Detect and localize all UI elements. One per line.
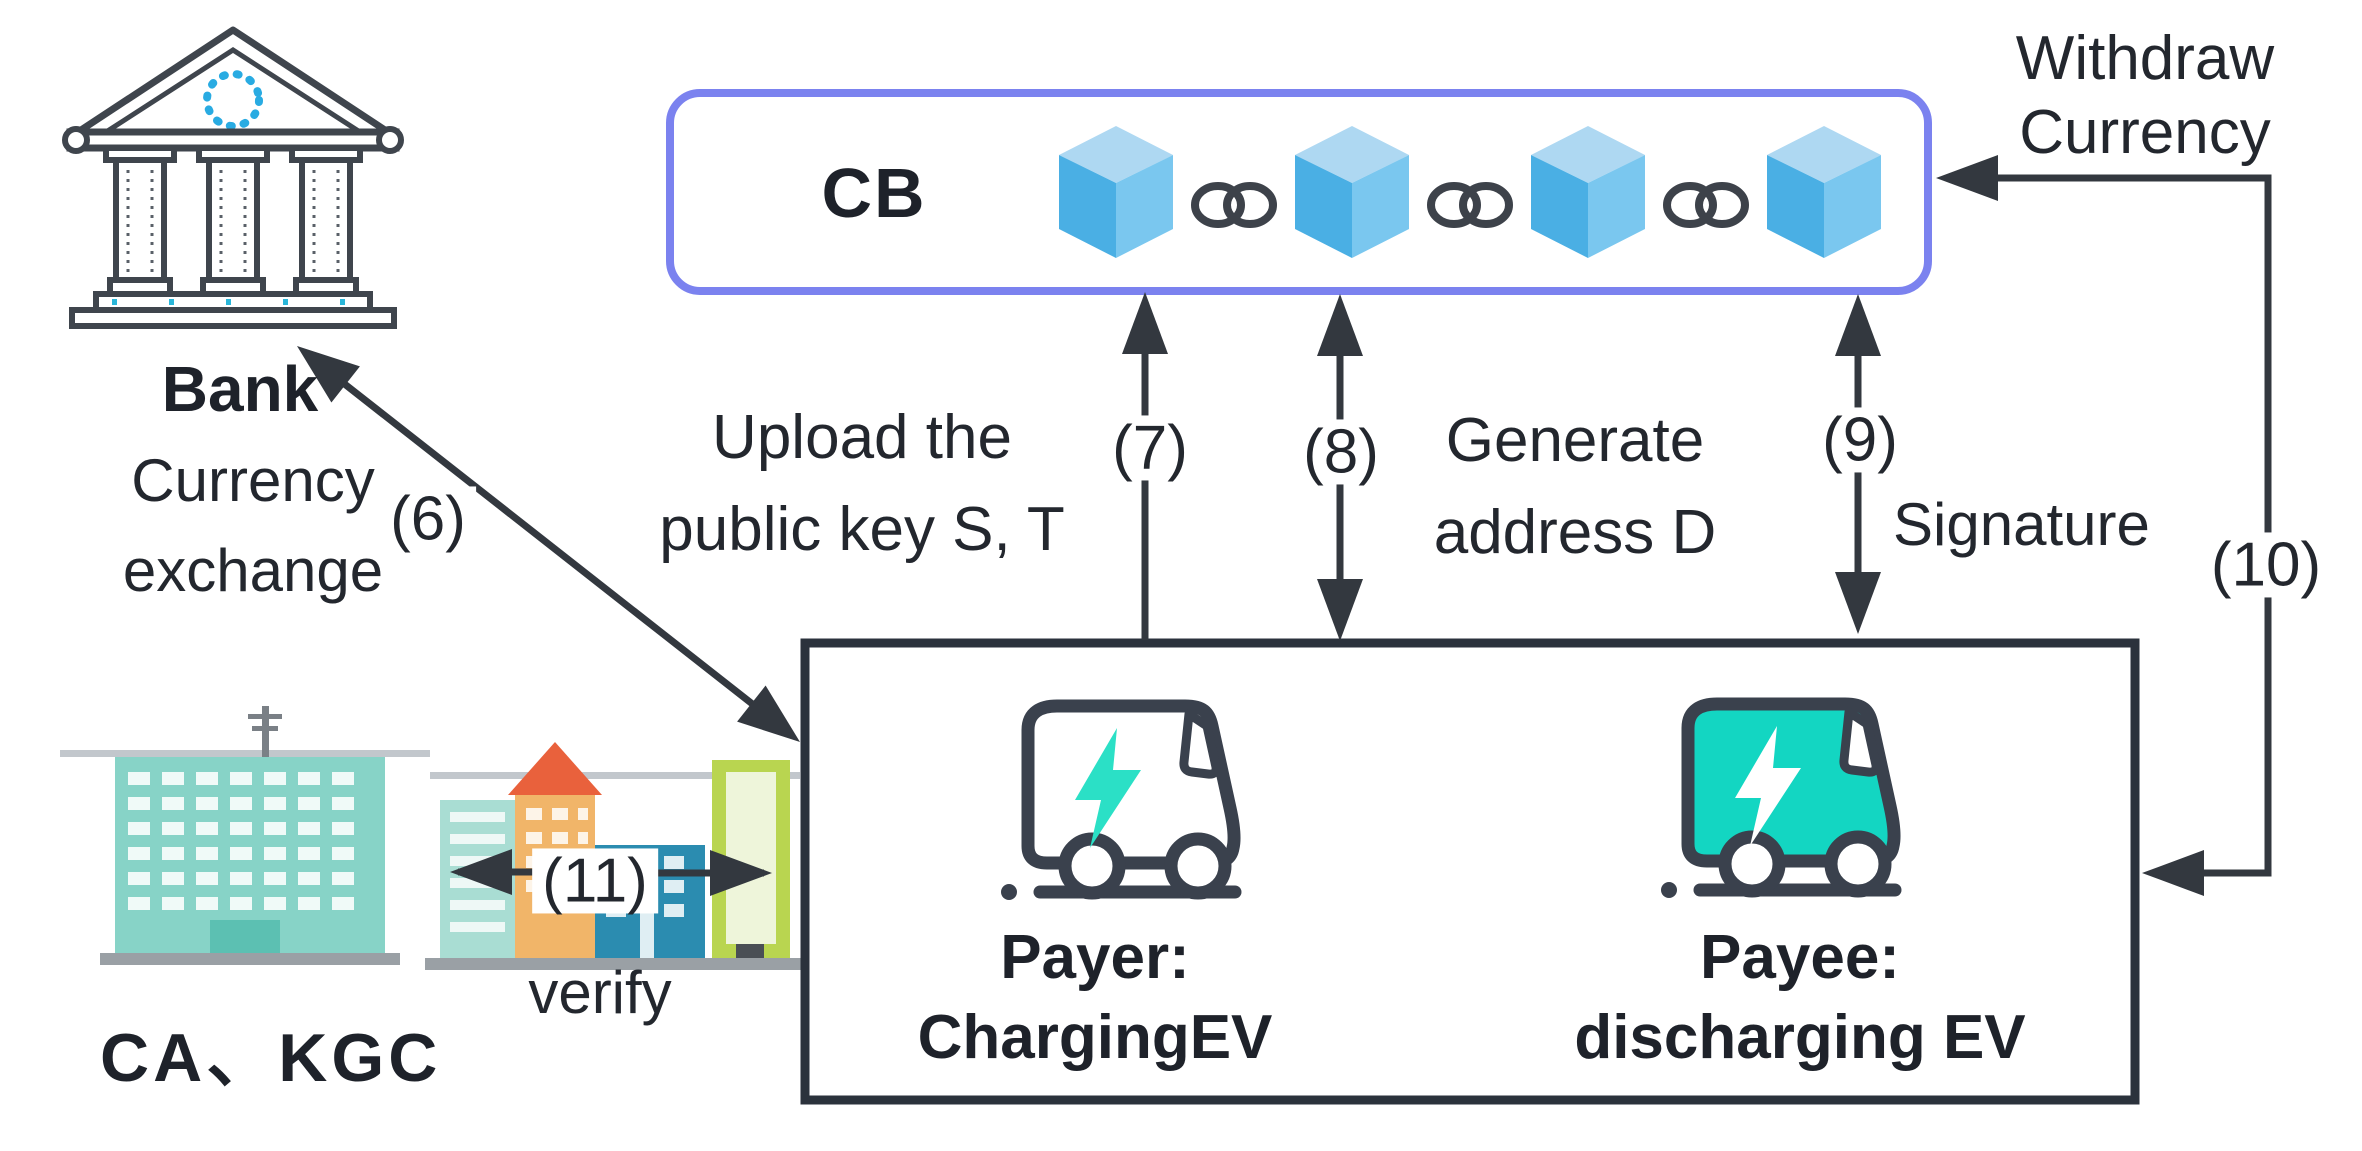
currency-exchange-line1: Currency [131, 447, 375, 514]
withdraw-line2: Currency [2019, 98, 2271, 167]
block-cube-icon [1295, 126, 1409, 258]
chain-link-icon [1427, 182, 1513, 228]
currency-exchange-line2: exchange [122, 537, 384, 604]
payee-name: discharging EV [1574, 1003, 2026, 1072]
bank-icon [62, 26, 404, 329]
generate-line2: address D [1433, 498, 1717, 567]
signature-label: Signature [1893, 491, 2150, 558]
verify-label: verify [528, 959, 672, 1026]
payer-name: ChargingEV [917, 1003, 1273, 1072]
step-7-label: (7) [1102, 415, 1198, 481]
payee-role: Payee: [1700, 923, 1900, 992]
currency-exchange-label: Currency exchange [123, 436, 383, 616]
withdraw-currency-label: Withdraw Currency [2016, 22, 2274, 170]
ca-kgc-label: CA、KGC [100, 1020, 442, 1096]
block-cube-icon [1059, 126, 1173, 258]
bank-pediment-dotted-circle [203, 70, 263, 130]
arrow-10 [1936, 155, 2272, 896]
upload-line1: Upload the [712, 403, 1012, 472]
arrow-6 [297, 346, 800, 742]
payer-charging-ev-icon [1001, 699, 1242, 900]
arrows [297, 155, 2272, 896]
left-building-windows [128, 772, 354, 910]
blockchain-cubes [1059, 126, 1881, 258]
chain-link-icon [1191, 182, 1277, 228]
chain-link-icon [1663, 182, 1749, 228]
lightning-bolt-icon [1735, 726, 1801, 846]
generate-line1: Generate [1445, 406, 1705, 475]
payee-label: Payee: discharging EV [1574, 918, 2025, 1078]
payer-label: Payer: ChargingEV [918, 918, 1273, 1078]
payee-discharging-ev-icon [1661, 697, 1902, 898]
city-buildings-icon [60, 706, 810, 970]
bank-label: Bank [161, 353, 319, 425]
lightning-bolt-icon [1075, 728, 1141, 848]
bank-columns [103, 145, 363, 297]
upload-line2: public key S, T [659, 495, 1065, 564]
step-11-label: (11) [532, 848, 658, 914]
arrow-11 [450, 849, 772, 896]
cb-label: CB [821, 154, 927, 232]
arrow-7 [1122, 292, 1168, 640]
step-9-label: (9) [1812, 407, 1908, 473]
block-cube-icon [1767, 126, 1881, 258]
payer-role: Payer: [1000, 923, 1190, 992]
step-10-label: (10) [2200, 532, 2332, 598]
withdraw-line1: Withdraw [2015, 24, 2275, 93]
step-8-label: (8) [1293, 419, 1389, 485]
step-6-label: (6) [380, 486, 476, 552]
block-cube-icon [1531, 126, 1645, 258]
upload-public-key-label: Upload the public key S, T [659, 392, 1064, 576]
generate-address-label: Generate address D [1434, 395, 1717, 579]
